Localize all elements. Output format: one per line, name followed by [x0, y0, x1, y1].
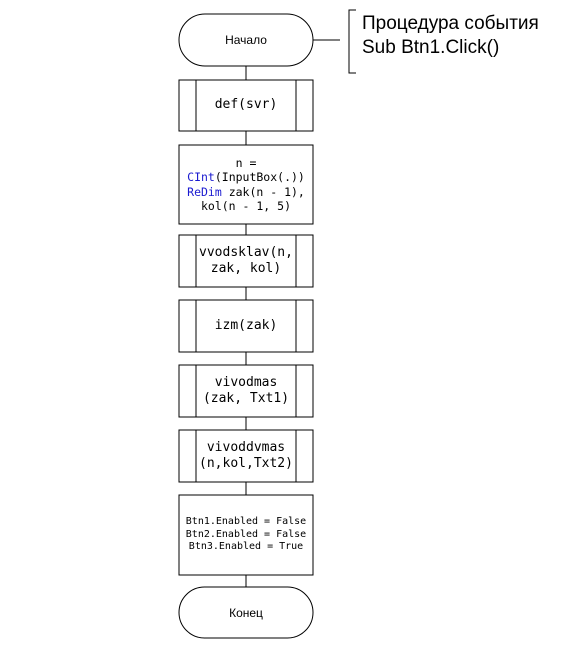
step7-line-2: Btn2.Enabled = False	[185, 528, 307, 540]
step4-shape	[178, 299, 314, 353]
step4-block: izm(zak)	[196, 300, 296, 352]
step7-block: Btn1.Enabled = False Btn2.Enabled = Fals…	[179, 495, 313, 575]
step3-line-2: zak, kol)	[210, 261, 282, 276]
comment-line-1: Процедура события	[362, 13, 539, 34]
step2-line-2: CInt(InputBox(.))	[187, 170, 305, 184]
end-terminator-shape	[178, 586, 314, 639]
comment-line-2: Sub Btn1.Click()	[362, 36, 500, 58]
start-label: Начало	[225, 33, 267, 47]
step2-line-3-rest: zak(n - 1),	[221, 184, 305, 199]
keyword-cint: CInt	[187, 170, 215, 185]
step7-shape	[178, 494, 314, 576]
step1-label: def(svr)	[214, 97, 278, 113]
step1-block: def(svr)	[196, 80, 296, 131]
keyword-redim: ReDim	[187, 184, 222, 199]
step7-line-1: Btn1.Enabled = False	[185, 516, 307, 528]
step2-shape	[178, 144, 314, 225]
step1-shape	[178, 79, 314, 132]
step6-shape	[178, 429, 314, 483]
step6-line-2: (n,kol,Txt2)	[199, 456, 293, 471]
step4-label: izm(zak)	[214, 317, 278, 333]
step3-shape	[178, 234, 314, 288]
step2-line-3: ReDim zak(n - 1),	[187, 185, 305, 199]
step2-line-2-rest: (InputBox(.))	[214, 170, 305, 185]
step5-block: vivodmas (zak, Txt1)	[196, 365, 296, 417]
step5-shape	[178, 364, 314, 418]
step5-line-1: vivodmas	[214, 374, 278, 390]
step6-block: vivoddvmas (n,kol,Txt2)	[196, 430, 296, 482]
step2-block: n = CInt(InputBox(.)) ReDim zak(n - 1), …	[179, 145, 313, 224]
step6-line-1: vivoddvmas	[206, 439, 286, 455]
step3-line-1: vvodsklav(n,	[199, 244, 293, 260]
comment-bracket	[348, 9, 356, 74]
step2-line-1: n =	[235, 155, 257, 170]
start-terminator: Начало	[179, 14, 313, 66]
end-terminator: Конец	[179, 587, 313, 638]
end-label: Конец	[229, 605, 263, 620]
step7-line-3: Btn3.Enabled = True	[188, 541, 304, 553]
comment-annotation: Процедура события Sub Btn1.Click()	[362, 12, 539, 60]
step5-line-2: (zak, Txt1)	[202, 391, 290, 406]
step2-line-4: kol(n - 1, 5)	[200, 198, 291, 213]
step3-block: vvodsklav(n, zak, kol)	[196, 235, 296, 287]
